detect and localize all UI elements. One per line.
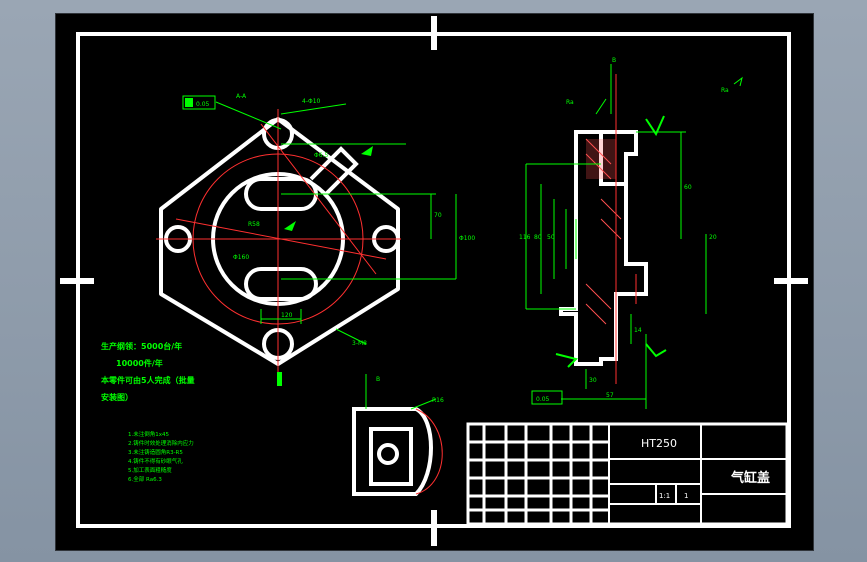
svg-text:4.铸件不得有砂眼气孔: 4.铸件不得有砂眼气孔 <box>128 457 183 465</box>
svg-text:120: 120 <box>281 312 293 319</box>
svg-text:3-M8: 3-M8 <box>352 340 367 347</box>
svg-text:B: B <box>376 376 380 383</box>
center-mark-right <box>774 278 808 284</box>
svg-text:14: 14 <box>634 327 642 334</box>
detail-view: B R16 <box>352 374 444 496</box>
drawing-canvas: 0.05 A-A 4-Φ10 Φ6.5 70 Φ100 R58 120 Φ160… <box>60 16 808 546</box>
production-notes: 生产纲领：5000台/年 10000件/年 本零件可由5人完成（批量 安装图） <box>100 341 195 402</box>
svg-text:Ra: Ra <box>721 87 729 94</box>
svg-text:本零件可由5人完成（批量: 本零件可由5人完成（批量 <box>100 375 195 385</box>
sheet-label: 1 <box>684 492 688 500</box>
svg-text:80: 80 <box>534 234 542 241</box>
svg-text:6.全部 Ra6.3: 6.全部 Ra6.3 <box>128 475 162 483</box>
svg-text:60: 60 <box>684 184 692 191</box>
technical-requirements: 1.未注倒角1x45 2.铸件时效处理消除内应力 3.未注铸造圆角R3-R5 4… <box>128 430 194 483</box>
svg-text:116: 116 <box>519 234 531 241</box>
svg-text:5.加工表面粗糙度: 5.加工表面粗糙度 <box>128 466 172 474</box>
svg-text:70: 70 <box>434 212 442 219</box>
svg-text:0.05: 0.05 <box>536 396 550 403</box>
part-name-label: 气缸盖 <box>731 470 770 486</box>
cad-viewport[interactable]: 0.05 A-A 4-Φ10 Φ6.5 70 Φ100 R58 120 Φ160… <box>55 13 814 551</box>
svg-text:2.铸件时效处理消除内应力: 2.铸件时效处理消除内应力 <box>128 439 194 447</box>
drawing-frame <box>76 32 791 528</box>
center-mark-bottom <box>431 510 437 546</box>
svg-text:20: 20 <box>709 234 717 241</box>
section-view-labels: Ra B 116 80 50 60 20 30 57 14 0.05 Ra <box>519 57 729 403</box>
tolerance-frame <box>182 95 216 110</box>
svg-text:Ra: Ra <box>566 99 574 106</box>
svg-text:生产纲领：5000台/年: 生产纲领：5000台/年 <box>101 341 182 351</box>
scale-label: 1:1 <box>659 492 670 500</box>
svg-text:1.未注倒角1x45: 1.未注倒角1x45 <box>128 430 170 438</box>
svg-text:Φ6.5: Φ6.5 <box>314 152 328 159</box>
section-view <box>525 64 743 409</box>
svg-text:Φ160: Φ160 <box>233 254 249 261</box>
svg-text:57: 57 <box>606 392 614 399</box>
svg-text:30: 30 <box>589 377 597 384</box>
svg-text:R16: R16 <box>432 397 444 404</box>
svg-text:A-A: A-A <box>236 93 247 100</box>
center-mark-left <box>60 278 94 284</box>
center-mark-top <box>431 16 437 50</box>
title-block: HT250 气缸盖 1:1 1 <box>466 422 789 526</box>
svg-text:50: 50 <box>547 234 555 241</box>
svg-text:B: B <box>612 57 616 64</box>
svg-text:Φ100: Φ100 <box>459 235 475 242</box>
material-label: HT250 <box>641 437 677 450</box>
svg-text:4-Φ10: 4-Φ10 <box>302 98 321 105</box>
svg-text:R58: R58 <box>248 221 260 228</box>
front-view <box>156 95 457 386</box>
svg-text:安装图）: 安装图） <box>101 392 133 402</box>
front-view-labels: 0.05 A-A 4-Φ10 Φ6.5 70 Φ100 R58 120 Φ160… <box>196 93 475 347</box>
svg-text:10000件/年: 10000件/年 <box>116 358 163 368</box>
svg-text:0.05: 0.05 <box>196 101 210 108</box>
svg-text:3.未注铸造圆角R3-R5: 3.未注铸造圆角R3-R5 <box>128 448 183 456</box>
